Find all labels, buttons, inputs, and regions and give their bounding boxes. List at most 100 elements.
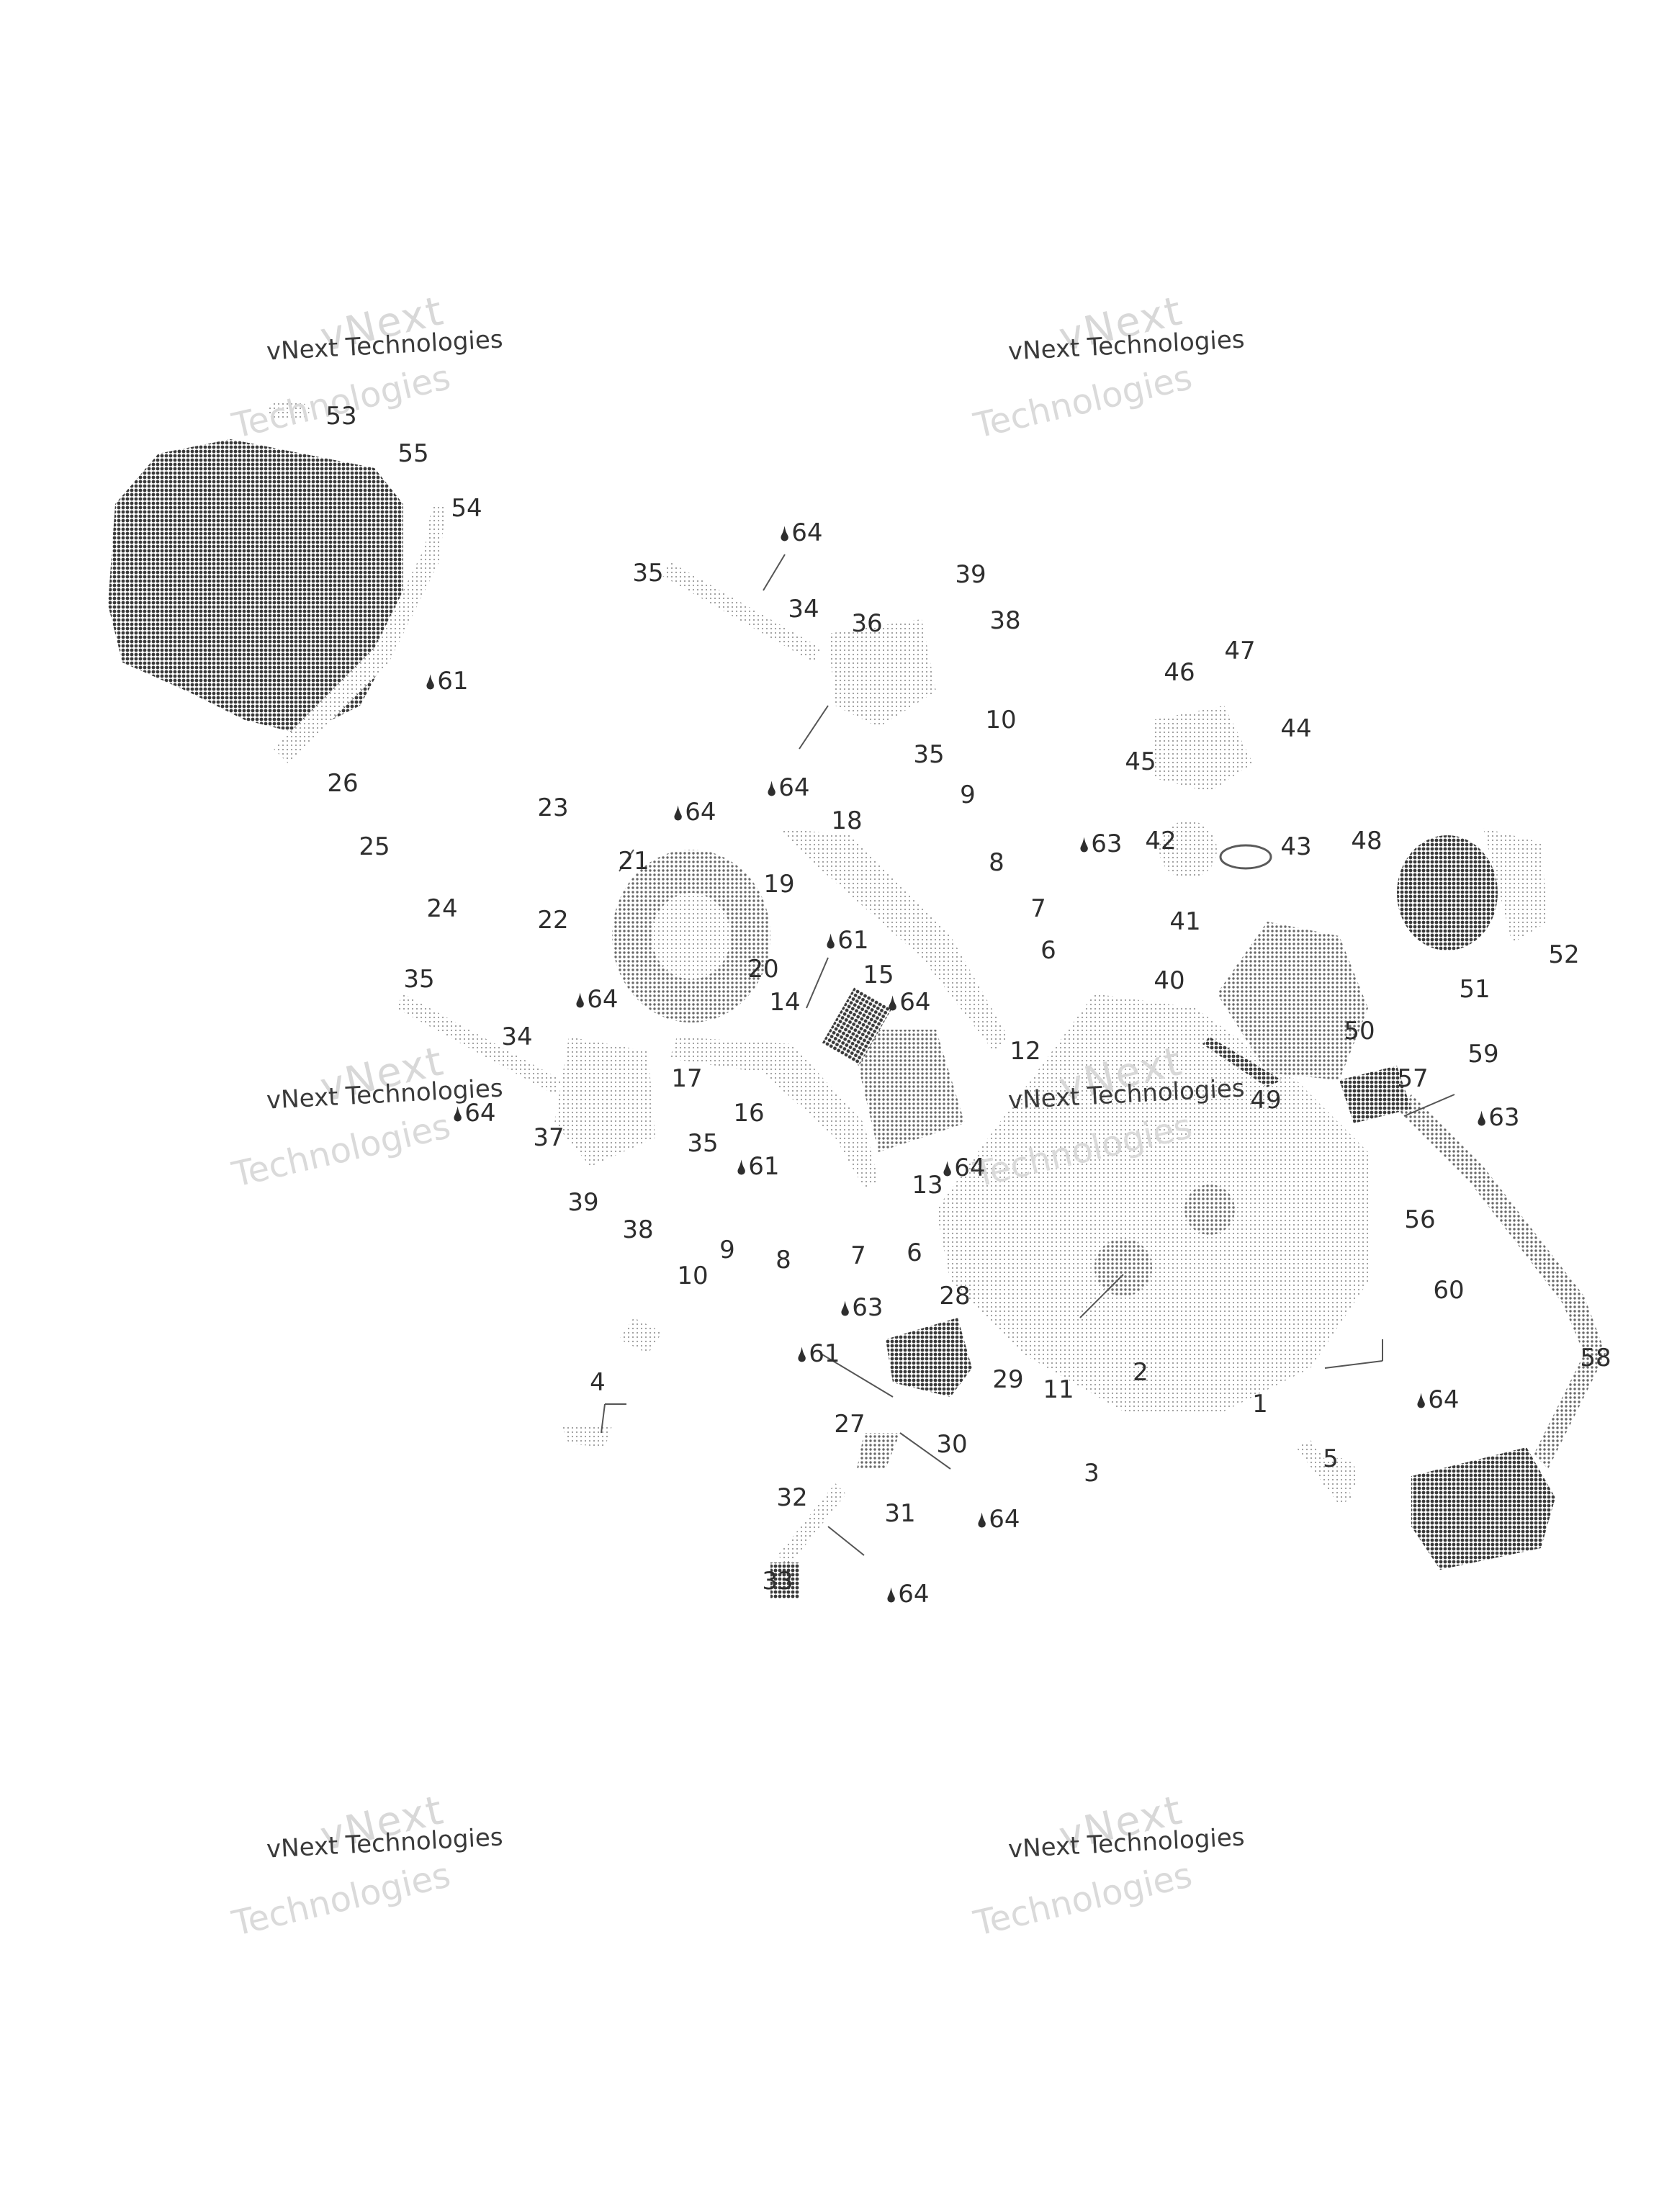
callout-34b: 34	[501, 1022, 533, 1051]
callout-53: 53	[325, 402, 357, 431]
callout-45: 45	[1125, 747, 1156, 776]
callout-55: 55	[397, 439, 429, 468]
callout-21: 21	[618, 847, 649, 876]
callout-47: 47	[1224, 637, 1256, 665]
drop-icon: 🌢	[1415, 1389, 1428, 1413]
drop-icon: 🌢	[1475, 1107, 1488, 1130]
callout-9: 9	[960, 781, 976, 809]
drop-icon: 🌢	[839, 1297, 852, 1321]
callout-41: 41	[1169, 907, 1201, 936]
cam-sprocket	[612, 850, 770, 1022]
drop-icon: 🌢	[885, 1583, 898, 1607]
callout-64h: 🌢64	[1415, 1385, 1460, 1414]
thermostat-housing	[1152, 706, 1272, 878]
callout-48: 48	[1351, 827, 1382, 855]
leader-lines	[601, 554, 1455, 1556]
callout-35c: 35	[403, 965, 435, 994]
callout-44: 44	[1280, 714, 1312, 743]
callout-1: 1	[1252, 1390, 1268, 1419]
rocker-arm-lower	[396, 994, 655, 1166]
callout-5: 5	[1323, 1444, 1339, 1473]
callout-29: 29	[992, 1365, 1024, 1394]
callout-15: 15	[863, 961, 894, 989]
callout-25: 25	[359, 832, 390, 861]
callout-8: 8	[989, 848, 1004, 877]
callout-63: 🌢63	[1078, 830, 1123, 858]
drop-icon: 🌢	[796, 1343, 809, 1367]
callout-39b: 39	[567, 1188, 599, 1217]
callout-39: 39	[955, 560, 986, 589]
callout-64e: 🌢64	[886, 988, 931, 1017]
callout-16: 16	[733, 1099, 765, 1128]
callout-46: 46	[1164, 658, 1195, 687]
drop-icon: 🌢	[778, 522, 791, 546]
drop-icon: 🌢	[735, 1156, 748, 1179]
callout-64j: 🌢64	[885, 1580, 930, 1609]
callout-35: 35	[632, 559, 664, 588]
callout-6: 6	[1040, 936, 1056, 965]
callout-64: 🌢64	[778, 518, 823, 547]
callout-37: 37	[533, 1123, 565, 1152]
callout-33: 33	[762, 1567, 793, 1596]
callout-7b: 7	[850, 1241, 866, 1270]
callout-34: 34	[788, 595, 819, 624]
callout-61d: 🌢61	[796, 1339, 840, 1368]
valve-cover	[108, 400, 446, 763]
drop-icon: 🌢	[424, 670, 437, 694]
callout-31: 31	[884, 1499, 916, 1528]
coolant-pipe	[1339, 1066, 1606, 1570]
callout-51: 51	[1459, 975, 1491, 1004]
callout-7: 7	[1030, 894, 1046, 923]
chain-tensioner	[770, 1318, 972, 1599]
callout-64d: 🌢64	[574, 985, 619, 1014]
drop-icon: 🌢	[824, 930, 837, 953]
callout-13: 13	[912, 1171, 943, 1200]
drop-icon: 🌢	[451, 1102, 464, 1126]
callout-9b: 9	[719, 1236, 735, 1264]
callout-8b: 8	[775, 1246, 791, 1274]
callout-10: 10	[985, 706, 1017, 734]
callout-64f: 🌢64	[451, 1099, 496, 1128]
callout-3: 3	[1084, 1459, 1100, 1488]
callout-14: 14	[769, 988, 801, 1017]
callout-2: 2	[1133, 1358, 1148, 1387]
drop-icon: 🌢	[941, 1157, 954, 1181]
callout-63b: 🌢63	[839, 1293, 884, 1322]
callout-49: 49	[1250, 1086, 1282, 1115]
callout-50: 50	[1344, 1017, 1375, 1046]
callout-38b: 38	[622, 1215, 654, 1244]
water-pump	[1397, 828, 1548, 950]
drop-icon: 🌢	[672, 801, 685, 825]
callout-22: 22	[537, 906, 569, 935]
callout-64g: 🌢64	[941, 1154, 986, 1182]
callout-27: 27	[834, 1410, 866, 1439]
callout-35d: 35	[687, 1129, 719, 1158]
drop-icon: 🌢	[976, 1509, 989, 1532]
callout-20: 20	[747, 955, 779, 984]
callout-57: 57	[1397, 1064, 1429, 1093]
rocker-arm-upper	[662, 562, 936, 727]
callout-30: 30	[936, 1430, 968, 1459]
drop-icon: 🌢	[886, 992, 899, 1015]
callout-10b: 10	[677, 1262, 709, 1290]
callout-61c: 🌢61	[735, 1152, 780, 1181]
drop-icon: 🌢	[1078, 833, 1091, 857]
callout-35b: 35	[913, 740, 945, 769]
chain-guide	[670, 828, 1008, 1188]
camshaft	[822, 987, 965, 1152]
cylinder	[1202, 922, 1368, 1087]
callout-36: 36	[851, 609, 883, 638]
valves	[562, 1318, 1357, 1505]
callout-59: 59	[1467, 1040, 1499, 1069]
callout-63c: 🌢63	[1475, 1103, 1520, 1132]
callout-56: 56	[1404, 1205, 1436, 1234]
callout-4: 4	[590, 1368, 606, 1397]
callout-38: 38	[989, 606, 1021, 635]
callout-23: 23	[537, 793, 569, 822]
callout-64b: 🌢64	[765, 773, 810, 802]
callout-43: 43	[1280, 832, 1312, 861]
callout-6b: 6	[907, 1238, 922, 1267]
callout-11: 11	[1043, 1375, 1074, 1404]
